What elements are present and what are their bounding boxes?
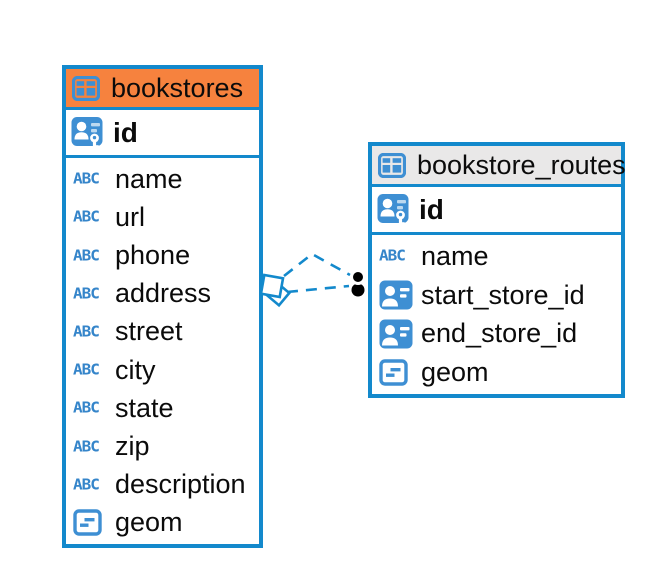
- table-header[interactable]: bookstores: [66, 69, 259, 110]
- text-type-icon: ABC: [73, 399, 100, 417]
- column-name: city: [115, 354, 156, 385]
- text-type-icon: ABC: [73, 169, 100, 188]
- relation-line-2[interactable]: [286, 284, 350, 294]
- primary-key-icon: [377, 192, 410, 228]
- column-name: end_store_id: [421, 318, 578, 349]
- column-row-name[interactable]: ABC name: [372, 237, 621, 276]
- text-type-icon: ABC: [73, 284, 100, 302]
- table-name: bookstores: [111, 72, 244, 103]
- column-row-street[interactable]: ABC street: [66, 313, 259, 351]
- relation-line-1[interactable]: [283, 252, 351, 278]
- column-row-start_store_id[interactable]: start_store_id: [372, 276, 621, 315]
- column-name: name: [115, 163, 183, 194]
- column-row-phone[interactable]: ABC phone: [66, 236, 259, 274]
- column-list: ABC name start_store_id end_store_id geom: [372, 235, 621, 394]
- column-row-city[interactable]: ABC city: [66, 351, 259, 389]
- column-name: start_store_id: [421, 279, 585, 310]
- column-name: zip: [115, 431, 150, 462]
- relation-parent-end-diamonds[interactable]: [259, 273, 292, 308]
- text-type-icon: ABC: [73, 360, 100, 379]
- column-name: geom: [421, 357, 489, 388]
- text-type-icon: ABC: [73, 322, 100, 341]
- column-row-geom[interactable]: geom: [66, 504, 259, 542]
- column-row-name[interactable]: ABC name: [66, 160, 259, 198]
- column-name: geom: [115, 507, 183, 538]
- column-row-geom[interactable]: geom: [372, 353, 621, 392]
- primary-key-row[interactable]: id: [372, 187, 621, 235]
- column-row-url[interactable]: ABC url: [66, 198, 259, 236]
- column-row-description[interactable]: ABC description: [66, 466, 259, 504]
- fk-type-icon: [379, 319, 413, 349]
- text-type-icon: ABC: [73, 437, 100, 455]
- table-header[interactable]: bookstore_routes: [372, 146, 626, 187]
- column-row-end_store_id[interactable]: end_store_id: [372, 315, 621, 354]
- column-name: description: [115, 469, 246, 500]
- fk-type-icon: [379, 280, 413, 310]
- primary-key-icon: [71, 115, 104, 151]
- column-name: name: [421, 240, 489, 271]
- entity-table-bookstore-routes[interactable]: bookstore_routes id ABC name start_store_…: [368, 142, 626, 398]
- table-icon: [378, 152, 406, 178]
- column-name: state: [115, 392, 174, 423]
- table-name: bookstore_routes: [417, 149, 626, 180]
- relation-child-end-dots[interactable]: [350, 269, 366, 297]
- column-name: address: [115, 278, 212, 309]
- primary-key-name: id: [113, 116, 138, 148]
- text-type-icon: ABC: [379, 247, 406, 265]
- geometry-type-icon: [73, 509, 107, 537]
- text-type-icon: ABC: [73, 475, 100, 493]
- geometry-type-icon: [379, 359, 413, 386]
- column-name: street: [115, 316, 183, 347]
- column-row-address[interactable]: ABC address: [66, 275, 259, 313]
- text-type-icon: ABC: [73, 208, 100, 226]
- column-name: url: [115, 201, 146, 232]
- column-row-state[interactable]: ABC state: [66, 389, 259, 427]
- primary-key-name: id: [419, 193, 444, 225]
- primary-key-row[interactable]: id: [66, 110, 259, 158]
- table-icon: [72, 75, 100, 101]
- column-name: phone: [115, 240, 191, 270]
- column-row-zip[interactable]: ABC zip: [66, 427, 259, 465]
- text-type-icon: ABC: [73, 246, 100, 264]
